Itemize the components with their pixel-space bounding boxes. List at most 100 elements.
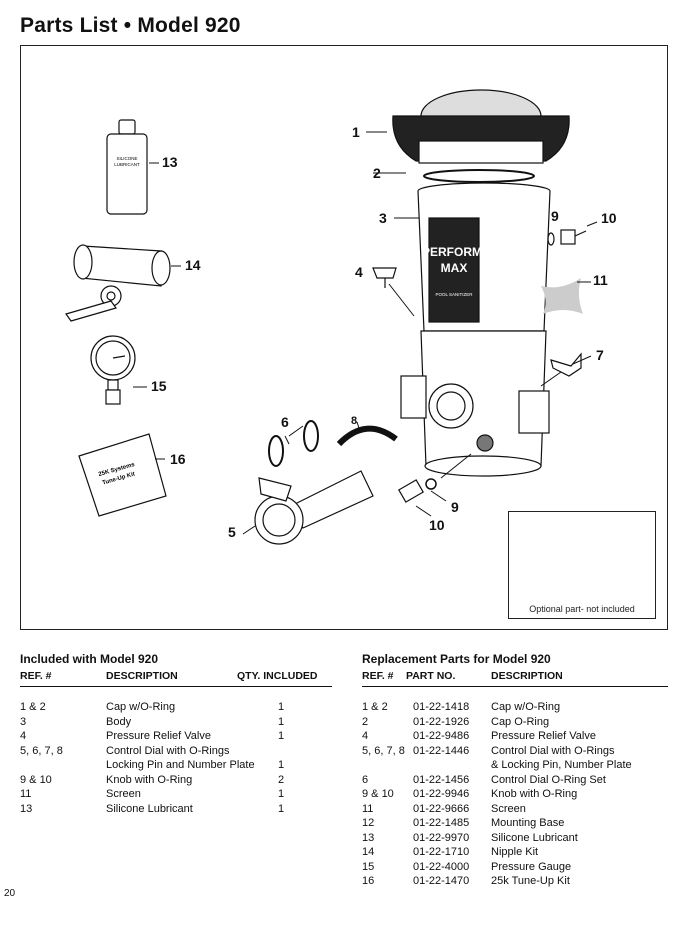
replacement-parts-table: Replacement Parts for Model 920 REF. # P… bbox=[362, 652, 668, 890]
cell-description: Screen bbox=[491, 802, 526, 815]
locking-pin bbox=[550, 352, 582, 377]
control-dial bbox=[254, 470, 374, 545]
callout-4: 4 bbox=[355, 264, 363, 280]
cell-part-no: 01-22-4000 bbox=[413, 860, 470, 873]
cell-description: Knob with O-Ring bbox=[106, 773, 193, 786]
cell-ref: 5, 6, 7, 8 bbox=[20, 744, 63, 757]
knob-bottom bbox=[398, 479, 424, 503]
cell-part-no: 01-22-1456 bbox=[413, 773, 470, 786]
cell-description: Silicone Lubricant bbox=[491, 831, 578, 844]
cell-part-no: 01-22-1710 bbox=[413, 846, 470, 858]
included-table-header: REF. # DESCRIPTION QTY. INCLUDED bbox=[20, 670, 332, 687]
cell-ref: 9 & 10 bbox=[362, 788, 394, 800]
cell-description: Control Dial O-Ring Set bbox=[491, 773, 606, 786]
callout-13: 13 bbox=[162, 154, 178, 170]
svg-text:PERFORM-: PERFORM- bbox=[422, 245, 486, 259]
cell-description: Mounting Base bbox=[491, 817, 565, 829]
replacement-table-header: REF. # PART NO. DESCRIPTION bbox=[362, 670, 668, 687]
pressure-gauge bbox=[90, 335, 136, 405]
cell-qty: 1 bbox=[278, 788, 285, 800]
header-ref: REF. # bbox=[20, 670, 52, 682]
cell-description: Screen bbox=[106, 788, 141, 800]
cap bbox=[392, 89, 570, 164]
cell-ref: 4 bbox=[362, 730, 369, 742]
cell-qty: 1 bbox=[278, 715, 285, 728]
cell-description: Locking Pin and Number Plate bbox=[106, 759, 255, 771]
cell-description: Control Dial with O-Rings bbox=[106, 744, 230, 757]
svg-text:MAX: MAX bbox=[441, 261, 468, 275]
lower-body bbox=[400, 330, 550, 477]
cell-part-no: 01-22-1418 bbox=[413, 701, 470, 713]
table-row: 1 & 2 Cap w/O-Ring 1 bbox=[20, 701, 332, 716]
callout-1: 1 bbox=[352, 124, 360, 140]
svg-text:POOL SANITIZER: POOL SANITIZER bbox=[435, 292, 473, 297]
cell-ref: 4 bbox=[20, 730, 27, 742]
cell-ref: 16 bbox=[362, 875, 375, 887]
callout-15: 15 bbox=[151, 378, 167, 394]
callout-14: 14 bbox=[185, 257, 201, 273]
cell-part-no: 01-22-1926 bbox=[413, 715, 470, 728]
cell-description: Silicone Lubricant bbox=[106, 802, 193, 815]
callout-11: 11 bbox=[593, 272, 608, 288]
header-part-no: PART NO. bbox=[406, 670, 456, 682]
callout-10-bottom: 10 bbox=[429, 517, 445, 533]
page-number: 20 bbox=[4, 888, 16, 899]
cell-qty: 1 bbox=[278, 701, 285, 713]
page-title: Parts List • Model 920 bbox=[20, 14, 241, 37]
callout-10: 10 bbox=[601, 210, 617, 226]
cell-ref: 3 bbox=[20, 715, 27, 728]
optional-part-inset: Optional part- not included bbox=[508, 511, 656, 619]
header-description: DESCRIPTION bbox=[491, 670, 563, 682]
cell-description: Knob with O-Ring bbox=[491, 788, 578, 800]
header-ref: REF. # bbox=[362, 670, 394, 682]
cell-ref: 15 bbox=[362, 860, 375, 873]
cell-description: 25k Tune-Up Kit bbox=[491, 875, 570, 887]
cell-qty: 1 bbox=[278, 730, 285, 742]
cell-ref: 11 bbox=[362, 802, 374, 815]
cell-part-no: 01-22-1470 bbox=[413, 875, 470, 887]
callout-2: 2 bbox=[373, 165, 381, 181]
cell-part-no: 01-22-1446 bbox=[413, 744, 470, 757]
cell-ref: 13 bbox=[362, 831, 375, 844]
control-dial-o-ring bbox=[268, 435, 284, 467]
cell-description: Nipple Kit bbox=[491, 846, 539, 858]
cell-ref: 6 bbox=[362, 773, 369, 786]
table-row: 9 & 10 Knob with O-Ring 2 bbox=[20, 774, 332, 789]
silicone-lubricant-bottle bbox=[106, 119, 148, 215]
callout-9: 9 bbox=[551, 208, 559, 224]
replacement-table-title: Replacement Parts for Model 920 bbox=[362, 652, 551, 666]
cell-ref: 9 & 10 bbox=[20, 773, 52, 786]
included-parts-table: Included with Model 920 REF. # DESCRIPTI… bbox=[20, 652, 332, 817]
cell-qty: 2 bbox=[278, 773, 285, 786]
table-row: 6 01-22-1456 Control Dial O-Ring Set bbox=[362, 774, 668, 789]
cell-ref: 1 & 2 bbox=[362, 701, 388, 713]
exploded-parts-diagram: SILICONE LUBRICANT 25K Systems Tune-Up K… bbox=[20, 45, 668, 630]
cell-ref: 12 bbox=[362, 817, 375, 829]
cell-description: Pressure Relief Valve bbox=[106, 730, 211, 742]
cell-qty: 1 bbox=[278, 759, 285, 771]
svg-text:LUBRICANT: LUBRICANT bbox=[114, 162, 140, 167]
cell-description: Control Dial with O-Rings bbox=[491, 744, 615, 757]
cell-description: Pressure Relief Valve bbox=[491, 730, 596, 742]
cell-description: Cap w/O-Ring bbox=[106, 701, 176, 713]
table-row: Locking Pin and Number Plate 1 bbox=[20, 759, 332, 774]
cell-description: Body bbox=[106, 715, 132, 728]
cell-ref: 2 bbox=[362, 715, 369, 728]
callout-3: 3 bbox=[379, 210, 387, 226]
pressure-relief-valve bbox=[372, 267, 397, 288]
cell-part-no: 01-22-9486 bbox=[413, 730, 470, 742]
cell-ref: 1 & 2 bbox=[20, 701, 46, 713]
lubricant-label: SILICONE bbox=[116, 156, 137, 161]
table-row: 5, 6, 7, 8 Control Dial with O-Rings bbox=[20, 745, 332, 760]
callout-8: 8 bbox=[351, 415, 358, 427]
